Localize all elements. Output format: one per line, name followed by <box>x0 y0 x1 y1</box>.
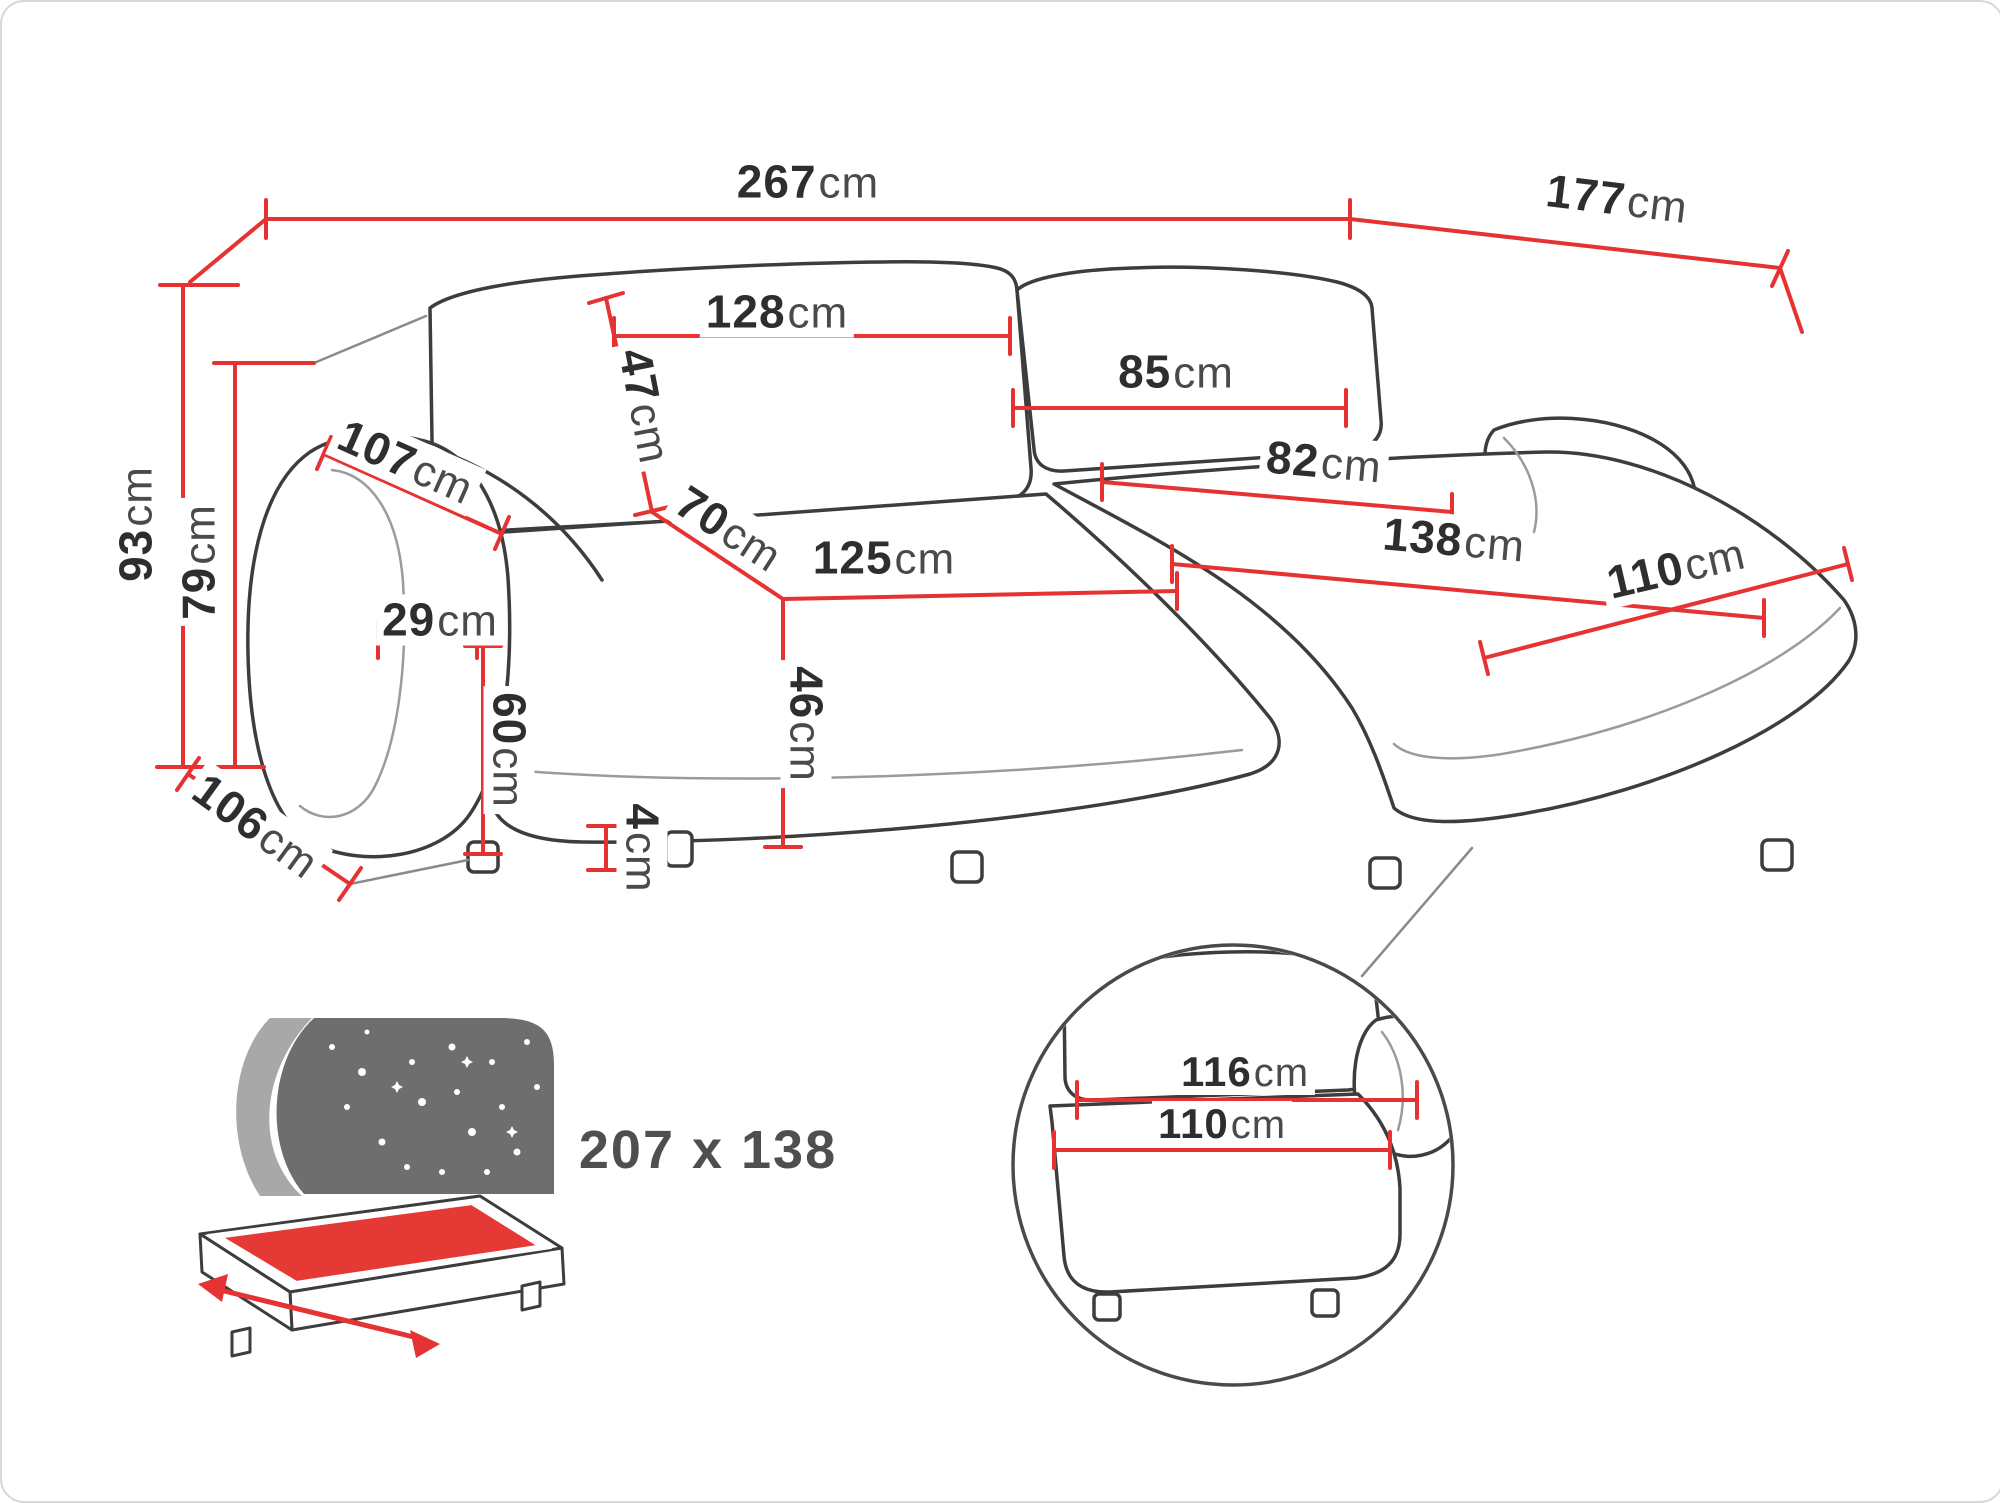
detail-view <box>1011 943 1455 1387</box>
dim-seat-width: 125cm <box>806 532 962 584</box>
dim-right-back-cushion-width: 85cm <box>1112 346 1240 398</box>
sofa-leg <box>1760 838 1794 872</box>
chaise-body <box>1052 450 1858 824</box>
sofa-leg <box>950 850 984 884</box>
dim-leg-height: 4cm <box>616 797 669 899</box>
sofa-leg <box>664 830 694 868</box>
detail-leg <box>1310 1288 1340 1318</box>
dim-total-width: 267cm <box>730 156 886 208</box>
bed-leg <box>230 1326 252 1358</box>
detail-armrest-seam <box>1380 1030 1404 1132</box>
dim-armrest-height: 60cm <box>483 686 536 814</box>
dim-left-back-cushion-width: 128cm <box>699 286 855 338</box>
headboard <box>276 1018 554 1194</box>
mattress-red-top <box>207 1198 553 1288</box>
sleeping-area-label: 207 x 138 <box>578 1120 838 1180</box>
dim-armrest-width: 29cm <box>376 594 504 646</box>
headboard-swoosh <box>236 1018 312 1196</box>
dim-total-height: 93cm <box>110 460 162 588</box>
sofa-seams <box>298 436 1842 819</box>
dim-detail-width-bottom: 110cm <box>1151 1101 1293 1147</box>
sofa-bed-icon <box>198 1018 566 1358</box>
dim-backrest-height: 79cm <box>173 498 225 626</box>
star-dots <box>329 1029 540 1175</box>
mattress-left <box>198 1232 294 1332</box>
sofa-leg <box>1368 856 1402 890</box>
detail-leg <box>1092 1292 1122 1322</box>
dim-seat-height: 46cm <box>780 660 833 788</box>
unfold-arrow <box>198 1274 440 1358</box>
dim-detail-width-top: 116cm <box>1174 1049 1316 1095</box>
connector-lines <box>312 314 1474 978</box>
bed-leg <box>520 1280 542 1312</box>
